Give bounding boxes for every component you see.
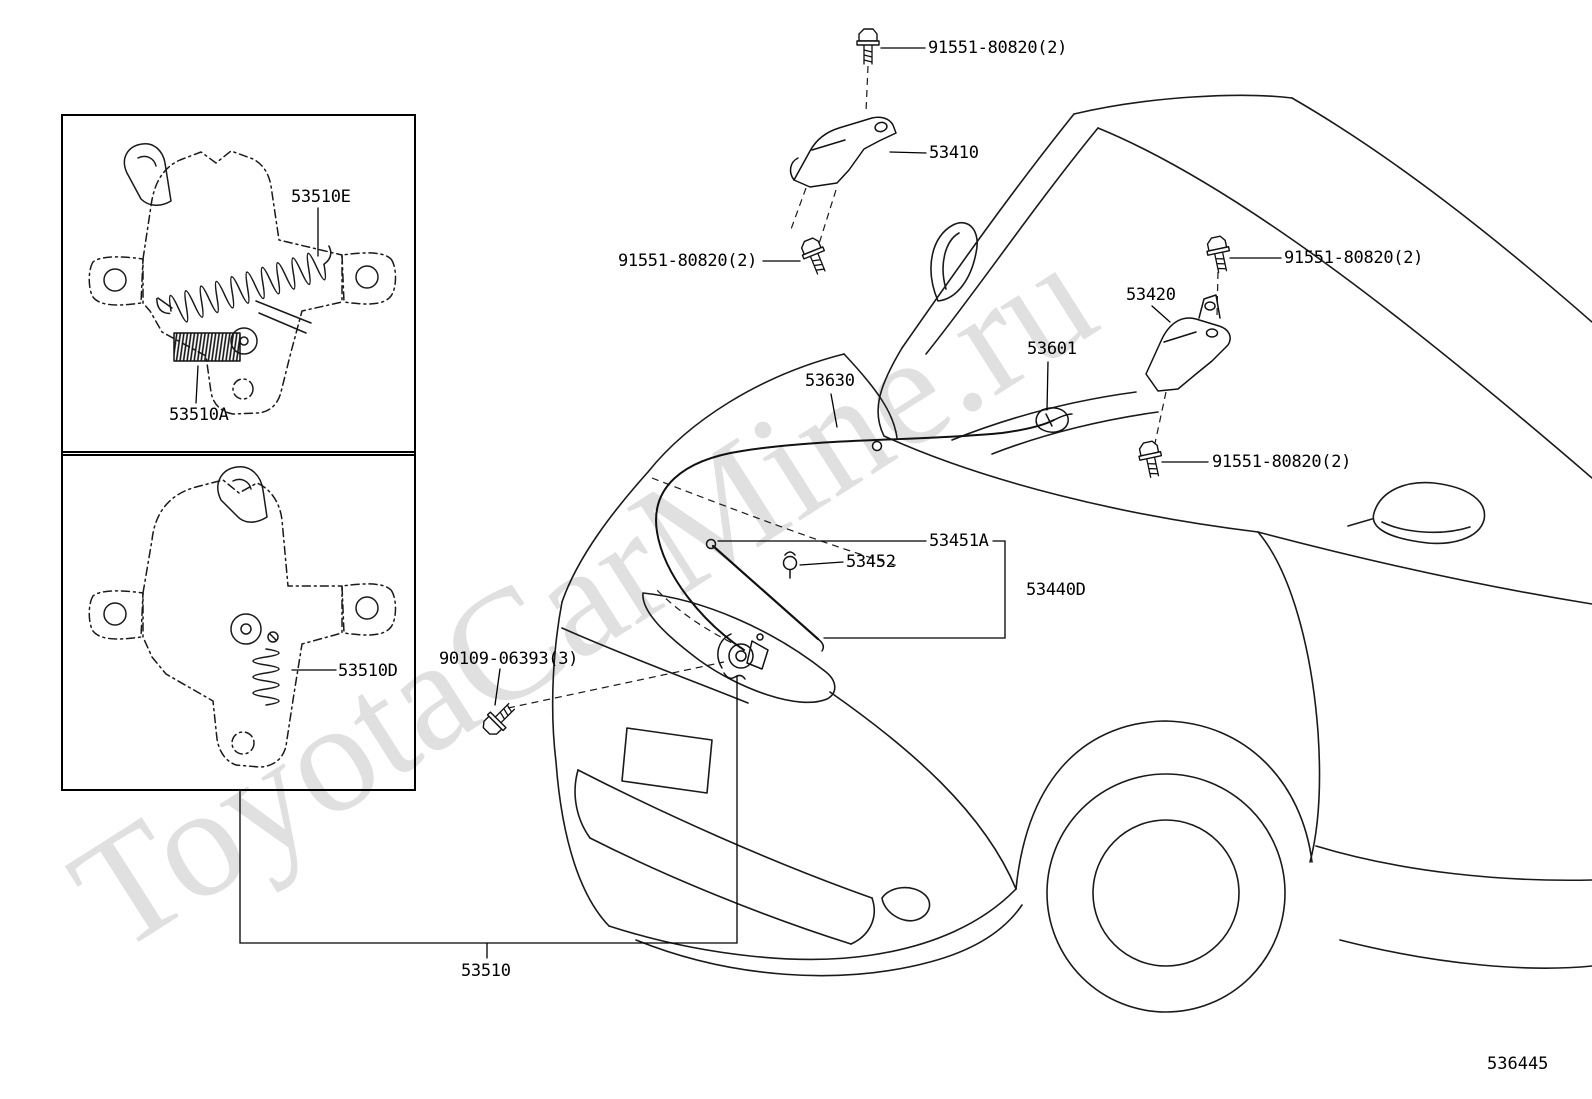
bolt-91551-top [856,28,880,65]
hinge-bracket-53420 [1145,294,1231,392]
tension-spring-53510E [156,245,332,323]
part-label-53452: 53452 [846,552,896,572]
part-label-90109-06393: 90109-06393(3) [439,649,579,669]
hood-latch-assembly [717,633,769,680]
side-mirror [1372,481,1486,545]
inset-boxes [61,114,416,791]
part-label-53420: 53420 [1126,285,1176,305]
part-label-53440D: 53440D [1026,580,1086,600]
leader-lines [195,47,1282,959]
headlight [642,592,836,704]
coil-spring-53510D [252,648,280,706]
hood-support-rod-53440D [705,538,825,652]
part-label-53630: 53630 [805,371,855,391]
part-label-53601: 53601 [1027,339,1077,359]
part-label-91551-80820-top: 91551-80820(2) [928,38,1068,58]
fog-lamp [881,886,931,922]
part-label-91551-80820-left: 91551-80820(2) [618,251,758,271]
part-label-91551-80820-right: 91551-80820(2) [1284,248,1424,268]
cable-clamp-53601 [1035,407,1069,433]
part-label-53510: 53510 [461,961,511,981]
release-cable-53630 [655,413,1073,651]
diagram-code: 536445 [1487,1054,1549,1074]
parts [478,28,1235,740]
license-plate [621,727,713,794]
car-outline [551,94,1592,1013]
inset-box-top [61,114,416,456]
lock-hook [123,143,172,206]
hood-lock-detail-top [88,143,397,415]
part-label-53510D: 53510D [338,661,398,681]
rod-grommet-53452 [782,551,798,579]
bolt-91551-mid [1135,439,1167,480]
bolt-91551-right [1203,234,1235,275]
inset-box-bottom [61,451,416,791]
lock-hook [217,466,268,523]
part-label-53451A: 53451A [929,531,989,551]
part-label-53510E: 53510E [291,187,351,207]
bolt-91551-left [797,235,833,278]
part-label-91551-80820-mid: 91551-80820(2) [1212,452,1352,472]
part-label-53410: 53410 [929,143,979,163]
part-label-53510A: 53510A [169,405,229,425]
hinge-bracket-53410 [789,116,897,188]
hood-lock-detail-bottom [88,466,397,768]
rubber-pad-53510A [173,332,241,362]
watermark-text: ToyotaCarMine.ru [43,209,1123,985]
ghost-lines [507,65,1219,709]
hood-cushion [930,222,978,302]
